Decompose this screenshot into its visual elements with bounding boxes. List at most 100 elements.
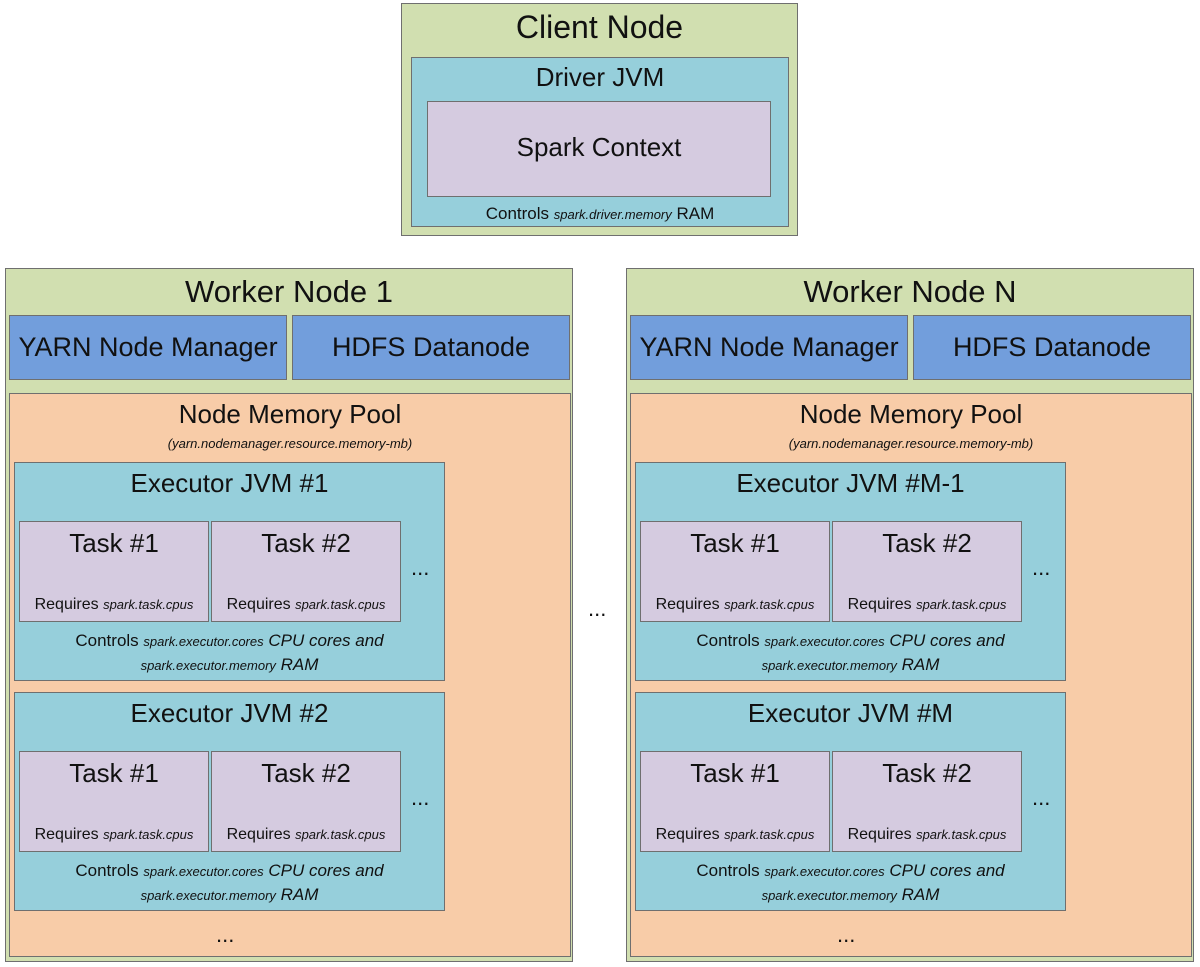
executor-controls-line2: spark.executor.memory RAM	[15, 885, 444, 905]
requires-param: spark.task.cpus	[916, 597, 1007, 612]
task-requires: Requires spark.task.cpus	[641, 596, 829, 614]
executor-controls-line2: spark.executor.memory RAM	[636, 655, 1065, 675]
more-executors-ellipsis: ...	[837, 922, 856, 947]
more-tasks-ellipsis: ...	[1032, 555, 1051, 580]
executor-controls-line1: Controls spark.executor.cores CPU cores …	[15, 861, 444, 881]
requires-param: spark.task.cpus	[724, 597, 815, 612]
controls-prefix: Controls	[75, 631, 139, 650]
task-requires: Requires spark.task.cpus	[212, 826, 400, 844]
more-tasks-ellipsis: ...	[411, 555, 430, 580]
executor-cores-param: spark.executor.cores	[764, 634, 885, 649]
task-box: Task #2 Requires spark.task.cpus	[211, 521, 401, 622]
task-requires: Requires spark.task.cpus	[20, 596, 208, 614]
task-box: Task #1 Requires spark.task.cpus	[640, 521, 830, 622]
requires-param: spark.task.cpus	[295, 597, 386, 612]
controls-prefix: Controls	[696, 631, 760, 650]
executor-jvm: Executor JVM #M Task #1 Requires spark.t…	[635, 692, 1066, 911]
cores-suffix: CPU cores and	[268, 861, 384, 880]
task-requires: Requires spark.task.cpus	[20, 826, 208, 844]
task-box: Task #1 Requires spark.task.cpus	[19, 521, 209, 622]
executor-controls-line2: spark.executor.memory RAM	[636, 885, 1065, 905]
task-title: Task #1	[69, 758, 159, 788]
hdfs-datanode: HDFS Datanode	[913, 315, 1191, 380]
memory-suffix: RAM	[280, 655, 319, 674]
task-requires: Requires spark.task.cpus	[833, 826, 1021, 844]
requires-param: spark.task.cpus	[103, 827, 194, 842]
node-memory-pool: Node Memory Pool (yarn.nodemanager.resou…	[9, 393, 571, 957]
task-requires: Requires spark.task.cpus	[833, 596, 1021, 614]
node-memory-pool-param: (yarn.nodemanager.resource.memory-mb)	[167, 436, 413, 451]
hdfs-datanode-label: HDFS Datanode	[331, 332, 531, 362]
spark-context: Spark Context	[427, 101, 771, 197]
worker-node-title: Worker Node 1	[185, 274, 393, 309]
task-box: Task #2 Requires spark.task.cpus	[211, 751, 401, 852]
task-title: Task #2	[882, 528, 972, 558]
executor-jvm: Executor JVM #M-1 Task #1 Requires spark…	[635, 462, 1066, 681]
executor-jvm-title: Executor JVM #1	[130, 468, 329, 498]
executor-memory-param: spark.executor.memory	[761, 888, 897, 903]
node-memory-pool-title: Node Memory Pool	[799, 399, 1023, 429]
task-title: Task #2	[261, 758, 351, 788]
driver-memory-param: spark.driver.memory	[553, 207, 672, 222]
task-requires: Requires spark.task.cpus	[641, 826, 829, 844]
driver-jvm: Driver JVM Spark Context Controls spark.…	[411, 57, 789, 227]
task-title: Task #1	[69, 528, 159, 558]
executor-controls-line1: Controls spark.executor.cores CPU cores …	[15, 631, 444, 651]
requires-param: spark.task.cpus	[724, 827, 815, 842]
executor-cores-param: spark.executor.cores	[143, 634, 264, 649]
driver-controls-suffix: RAM	[676, 204, 715, 223]
requires-label: Requires	[226, 596, 291, 613]
node-memory-pool: Node Memory Pool (yarn.nodemanager.resou…	[630, 393, 1192, 957]
spark-context-label: Spark Context	[516, 132, 682, 162]
hdfs-datanode-label: HDFS Datanode	[952, 332, 1152, 362]
requires-param: spark.task.cpus	[103, 597, 194, 612]
memory-suffix: RAM	[901, 885, 940, 904]
driver-controls: Controls spark.driver.memory RAM	[412, 204, 788, 224]
requires-label: Requires	[34, 826, 99, 843]
executor-controls-line2: spark.executor.memory RAM	[15, 655, 444, 675]
requires-label: Requires	[655, 826, 720, 843]
more-tasks-ellipsis: ...	[411, 785, 430, 810]
task-requires: Requires spark.task.cpus	[212, 596, 400, 614]
executor-jvm: Executor JVM #1 Task #1 Requires spark.t…	[14, 462, 445, 681]
requires-label: Requires	[655, 596, 720, 613]
yarn-node-manager-label: YARN Node Manager	[639, 332, 899, 362]
executor-controls-line1: Controls spark.executor.cores CPU cores …	[636, 631, 1065, 651]
task-box: Task #1 Requires spark.task.cpus	[640, 751, 830, 852]
requires-param: spark.task.cpus	[295, 827, 386, 842]
cores-suffix: CPU cores and	[268, 631, 384, 650]
task-title: Task #2	[882, 758, 972, 788]
cores-suffix: CPU cores and	[889, 861, 1005, 880]
task-title: Task #1	[690, 528, 780, 558]
more-workers-ellipsis: ...	[588, 596, 607, 621]
worker-node: Worker Node 1 YARN Node Manager HDFS Dat…	[5, 268, 573, 962]
task-title: Task #2	[261, 528, 351, 558]
memory-suffix: RAM	[280, 885, 319, 904]
executor-memory-param: spark.executor.memory	[140, 658, 276, 673]
client-node: Client Node Driver JVM Spark Context Con…	[401, 3, 798, 236]
executor-jvm-title: Executor JVM #M	[747, 698, 954, 728]
task-box: Task #2 Requires spark.task.cpus	[832, 751, 1022, 852]
executor-cores-param: spark.executor.cores	[143, 864, 264, 879]
more-executors-ellipsis: ...	[216, 922, 235, 947]
node-memory-pool-title: Node Memory Pool	[178, 399, 402, 429]
executor-cores-param: spark.executor.cores	[764, 864, 885, 879]
hdfs-datanode: HDFS Datanode	[292, 315, 570, 380]
task-box: Task #2 Requires spark.task.cpus	[832, 521, 1022, 622]
controls-prefix: Controls	[75, 861, 139, 880]
driver-jvm-title: Driver JVM	[535, 62, 665, 92]
client-node-title: Client Node	[515, 9, 684, 45]
yarn-node-manager: YARN Node Manager	[630, 315, 908, 380]
executor-jvm: Executor JVM #2 Task #1 Requires spark.t…	[14, 692, 445, 911]
cores-suffix: CPU cores and	[889, 631, 1005, 650]
yarn-node-manager: YARN Node Manager	[9, 315, 287, 380]
executor-memory-param: spark.executor.memory	[761, 658, 897, 673]
executor-memory-param: spark.executor.memory	[140, 888, 276, 903]
requires-label: Requires	[847, 596, 912, 613]
executor-jvm-title: Executor JVM #2	[130, 698, 329, 728]
driver-controls-prefix: Controls	[485, 204, 550, 223]
memory-suffix: RAM	[901, 655, 940, 674]
executor-controls-line1: Controls spark.executor.cores CPU cores …	[636, 861, 1065, 881]
requires-param: spark.task.cpus	[916, 827, 1007, 842]
more-tasks-ellipsis: ...	[1032, 785, 1051, 810]
